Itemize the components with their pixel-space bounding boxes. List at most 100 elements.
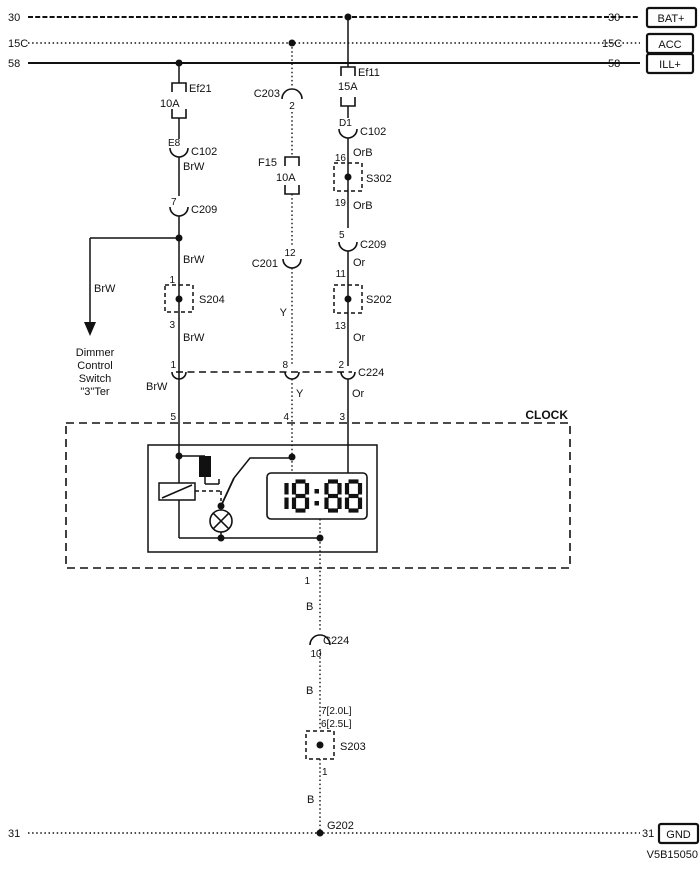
gnd-terminal-label: GND — [666, 829, 691, 841]
rail-30-left-label: 30 — [8, 12, 20, 24]
connector-c203: C203 2 — [254, 88, 303, 112]
rail-15c-left-label: 15C — [8, 38, 28, 50]
connector-c224-10-arc — [309, 634, 331, 646]
splice-s203-pin-20l: 7[2.0L] — [321, 706, 352, 717]
power-rail-15c-acc: 15C 15C ACC — [8, 32, 695, 55]
pin-2-c224-label: 2 — [338, 360, 344, 371]
pin-5-c209-label: 5 — [339, 230, 345, 241]
splice-s203-label: S203 — [340, 741, 366, 753]
fuse-ef21-rating: 10A — [160, 98, 180, 110]
splice-s202-pin-top: 11 — [336, 269, 347, 280]
wire-color-b-1: B — [306, 601, 313, 613]
pin-7-label: 7 — [171, 197, 177, 208]
junction-acc-internal — [288, 453, 296, 461]
splice-s202: 11 S202 13 Or — [333, 269, 392, 344]
connector-e8-arc — [169, 147, 189, 158]
fuse-ef11-rating: 15A — [338, 81, 358, 93]
rail-31-left-label: 31 — [8, 828, 20, 840]
clock-pin-1: 1 — [304, 576, 310, 587]
splice-s203-dot — [316, 741, 324, 749]
splice-s202-pin-bottom: 13 — [335, 321, 347, 332]
wire-color-orb-1: OrB — [353, 147, 373, 159]
switch-feed-line — [233, 457, 292, 479]
acc-terminal-label: ACC — [658, 39, 681, 51]
rail-30-right-label: 30 — [608, 12, 620, 24]
rail-15c-right-label: 15C — [602, 38, 622, 50]
dimmer-ref-line4: "3"Ter — [80, 386, 110, 398]
splice-s204-dot — [175, 295, 183, 303]
connector-c102-label-2: C102 — [360, 126, 386, 138]
pin-2-c203-label: 2 — [289, 101, 295, 112]
fuse-f15-rating: 10A — [276, 172, 296, 184]
gnd-terminal-box — [657, 822, 700, 845]
ground-g202-label: G202 — [327, 820, 354, 832]
dimmer-branch: BrW Dimmer Control Switch "3"Ter — [76, 234, 183, 398]
ill-terminal-label: ILL+ — [659, 59, 681, 71]
resistor-block — [199, 456, 211, 477]
wire-color-brw-2: BrW — [183, 254, 205, 266]
diagram-code: V5B15050 — [647, 849, 698, 861]
ill-terminal-box — [645, 52, 695, 75]
connector-d1-c102: D1 C102 — [338, 118, 386, 139]
connector-c224-row: 1 8 2 C224 BrW Y Or — [146, 360, 384, 400]
dimmer-ref-line3: Switch — [79, 373, 111, 385]
connector-c201-label: C201 — [252, 258, 278, 270]
wire-color-orb-2: OrB — [353, 200, 373, 212]
wire-color-or-1: Or — [353, 257, 366, 269]
connector-c102-label-1: C102 — [191, 146, 217, 158]
splice-s204-pin-bottom: 3 — [169, 320, 175, 331]
wire-color-brw-1: BrW — [183, 161, 205, 173]
switch-arm — [220, 477, 235, 507]
bat-terminal-box — [645, 6, 698, 29]
connector-e8-c102: E8 C102 BrW — [168, 138, 217, 173]
pin-1-c224-label: 1 — [170, 360, 176, 371]
connector-7-arc — [169, 206, 189, 217]
fuse-ef21-name: Ef21 — [189, 83, 212, 95]
splice-s204: BrW 1 S204 3 BrW — [164, 254, 225, 344]
splice-s204-pin-top: 1 — [169, 275, 175, 286]
junction-rail31 — [316, 829, 324, 837]
clock-title: CLOCK — [525, 408, 568, 422]
ground-rail-31: 31 31 GND V5B15050 — [8, 822, 700, 861]
pin-12-label: 12 — [284, 248, 296, 259]
power-rail-58-ill: 58 58 ILL+ — [8, 52, 695, 75]
connector-c209-label-1: C209 — [191, 204, 217, 216]
bat-terminal-label: BAT+ — [657, 13, 684, 25]
connector-c224-arc-1 — [171, 371, 187, 380]
splice-s204-label: S204 — [199, 294, 225, 306]
dimmer-ref-line2: Control — [77, 360, 112, 372]
variable-resistor-diagonal — [161, 484, 193, 499]
connector-c224-arc-2 — [340, 371, 356, 380]
clock-module: CLOCK 5 4 3 — [65, 408, 571, 569]
fuse-ef21-top-bracket — [171, 82, 187, 92]
arrow-to-dimmer — [84, 322, 96, 336]
pin-8-c224-label: 8 — [282, 360, 288, 371]
splice-s204-box — [164, 284, 194, 313]
wire-color-b-2: B — [306, 685, 313, 697]
fuse-ef11-bottom-bracket — [340, 97, 356, 107]
connector-7-c209: 7 C209 — [169, 197, 217, 217]
wire-color-y-2: Y — [296, 388, 304, 400]
pin-10-label: 10 — [310, 649, 322, 660]
connector-5-c209: 5 C209 Or — [338, 230, 386, 269]
splice-s203-pin-25l: 6[2.5L] — [321, 719, 352, 730]
rail-31-right-label: 31 — [642, 828, 654, 840]
splice-s202-box — [333, 284, 363, 314]
fuse-f15-name: F15 — [258, 157, 277, 169]
splice-s302-pin-top: 16 — [335, 153, 347, 164]
fuse-f15-bottom-bracket — [284, 185, 300, 195]
wire-color-y-1: Y — [280, 307, 288, 319]
connector-c224-label-row: C224 — [358, 367, 384, 379]
connector-c224-arc-8 — [284, 371, 300, 380]
switch-pivot-dot — [217, 502, 225, 510]
clock-pin-5: 5 — [170, 412, 176, 423]
wire-color-brw-branch: BrW — [94, 283, 116, 295]
fuse-f15-top-bracket — [284, 156, 300, 166]
connector-5-arc — [338, 241, 358, 252]
fuse-ef21: Ef21 10A — [160, 82, 212, 119]
rail-58-right-label: 58 — [608, 58, 620, 70]
wire-color-brw-3: BrW — [183, 332, 205, 344]
clock-pin-3: 3 — [339, 412, 345, 423]
